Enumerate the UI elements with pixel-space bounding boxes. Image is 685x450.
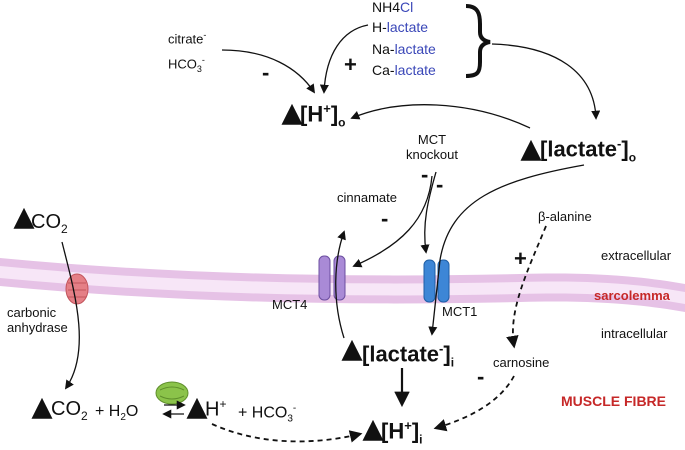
arrow-lactate-out-to-h-out xyxy=(350,104,531,129)
sarcolemma-label: sarcolemma xyxy=(594,288,670,303)
citrate-label: citrate- xyxy=(168,30,207,47)
reaction-hco3-label: + HCO3- xyxy=(238,403,297,425)
mct4-label: MCT4 xyxy=(272,297,308,312)
minus-sign-citrate: - xyxy=(262,60,270,85)
arrow-co2-diffusion xyxy=(61,241,80,390)
lactate-out-label: [lactate-]o xyxy=(540,136,637,165)
lactate-in-label: [lactate-]i xyxy=(362,341,455,370)
beta-alanine-label: β-alanine xyxy=(538,209,592,224)
arrow-carnosine-to-h-in xyxy=(433,375,515,432)
carbonic-anhydrase-icon xyxy=(65,273,89,305)
ca-lactate-label: Ca-lactate xyxy=(372,62,436,78)
minus-sign-cinnamate: - xyxy=(381,206,389,231)
reaction-co2-label: CO2 xyxy=(51,398,88,423)
na-lactate-label: Na-lactate xyxy=(372,41,436,57)
arrow-mct4-efflux xyxy=(335,230,346,339)
arrow-buffers-to-h-out xyxy=(319,24,369,94)
plus-sign-buffers: + xyxy=(344,52,357,77)
arrow-beta-alanine-to-carnosine xyxy=(506,225,547,349)
arrow-cinnamate-to-mct4 xyxy=(352,175,433,268)
reaction-h2o-label: + H2O xyxy=(95,403,139,424)
mct1-label: MCT1 xyxy=(442,304,478,319)
minus-sign-knockout-2: - xyxy=(436,172,444,197)
extracellular-label: extracellular xyxy=(601,248,672,263)
carnosine-label: carnosine xyxy=(493,355,550,370)
nh4cl-label: NH4Cl xyxy=(372,0,414,15)
minus-sign-carnosine: - xyxy=(477,364,485,389)
h-out-label: [H+]o xyxy=(300,101,346,130)
hco3-label: HCO3- xyxy=(168,55,205,74)
h-in-label: [H+]i xyxy=(381,418,423,447)
arrow-knockout-to-mct1 xyxy=(420,171,437,254)
minus-sign-knockout-1: - xyxy=(421,162,429,187)
buffer-brace xyxy=(465,4,491,78)
arrow-lactate-out-to-mct1 xyxy=(428,164,585,336)
h-lactate-label: H-lactate xyxy=(372,19,429,35)
arrow-reaction-to-h-in xyxy=(211,423,363,443)
co2-top-label: CO2 xyxy=(31,211,68,236)
intracellular-label: intracellular xyxy=(601,326,668,341)
arrow-brace-to-lactate-out xyxy=(491,43,601,120)
reaction-h-label: H+ xyxy=(205,397,227,421)
plus-sign-beta-alanine: + xyxy=(514,246,527,271)
muscle-fibre-label: MUSCLE FIBRE xyxy=(561,393,666,409)
cinnamate-label: cinnamate xyxy=(337,190,397,205)
arrow-citrate-to-h-out xyxy=(221,49,316,94)
mct1-transporter-icon xyxy=(423,259,450,303)
enzyme-icon xyxy=(155,381,189,405)
